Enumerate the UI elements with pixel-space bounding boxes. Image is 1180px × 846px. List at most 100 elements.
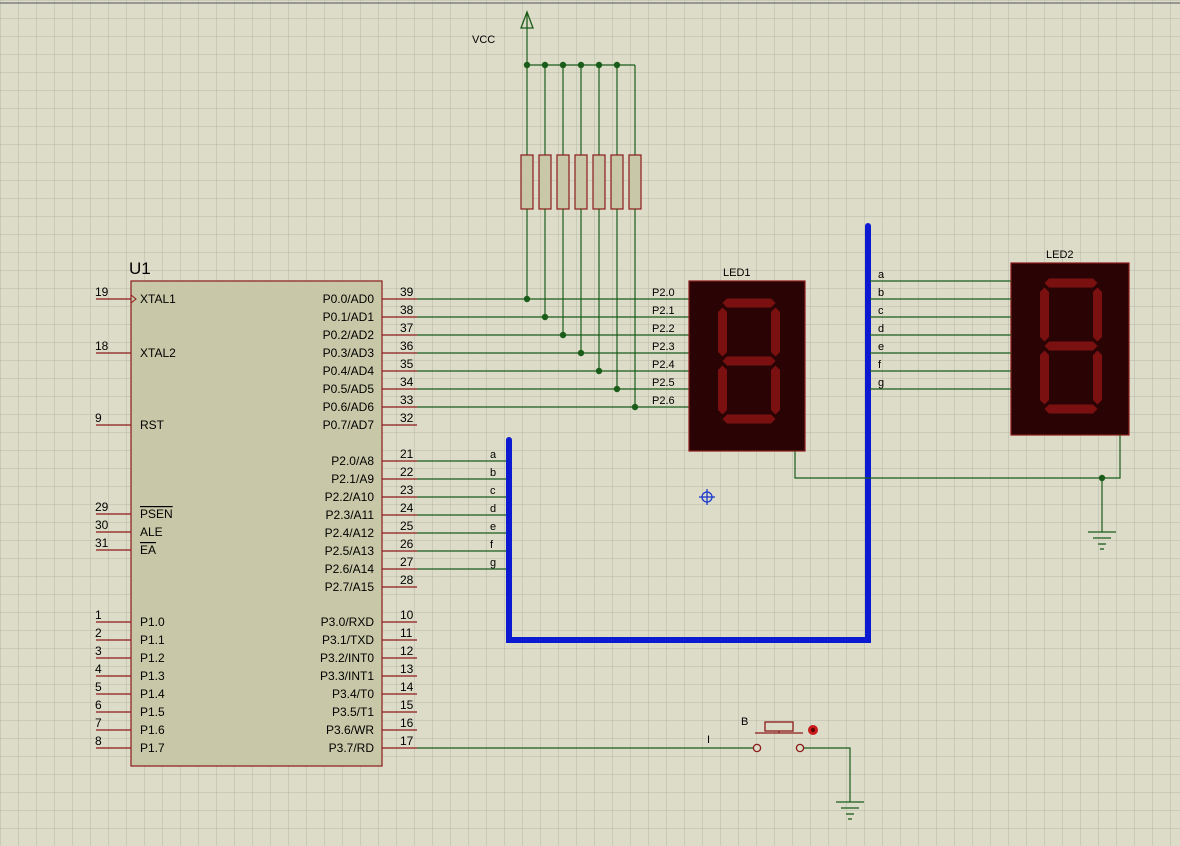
pin-number: 36 <box>400 339 414 353</box>
pin-name: P0.2/AD2 <box>323 328 375 342</box>
resistor[interactable] <box>520 154 534 210</box>
pin-name: P0.0/AD0 <box>323 292 375 306</box>
pin-number: 15 <box>400 698 414 712</box>
wire-label: P2.0 <box>652 287 675 299</box>
pin-name: PSEN <box>140 507 173 521</box>
pin-number: 9 <box>95 411 102 425</box>
bus-label: c <box>490 485 496 497</box>
pin-name: P0.4/AD4 <box>323 364 375 378</box>
bus-label: g <box>878 377 884 389</box>
pin-name: P3.5/T1 <box>332 705 374 719</box>
pullup-resistor-network[interactable] <box>520 28 642 407</box>
pin-name: P2.6/A14 <box>325 562 375 576</box>
pin-name: P1.0 <box>140 615 165 629</box>
pin-number: 5 <box>95 680 102 694</box>
pin-number: 38 <box>400 303 414 317</box>
pin-number: 4 <box>95 662 102 676</box>
segment <box>1093 287 1102 342</box>
led1-seven-segment-display[interactable]: LED1 <box>688 267 806 452</box>
pin-number: 12 <box>400 644 414 658</box>
pin-number: 34 <box>400 375 414 389</box>
segment <box>718 365 727 415</box>
junction-dot <box>577 61 585 69</box>
pin-name: P2.7/A15 <box>325 580 375 594</box>
button-cap <box>764 721 794 732</box>
display-common-ground[interactable] <box>794 435 1121 550</box>
display-ground-wire <box>794 451 1102 479</box>
junction-dot <box>523 295 531 303</box>
pin-number: 3 <box>95 644 102 658</box>
ground-junction-dot <box>1098 474 1106 482</box>
pin-number: 24 <box>400 501 414 515</box>
push-button-b[interactable]: I B <box>417 716 864 820</box>
pin-name: P3.7/RD <box>329 741 375 755</box>
pin-number: 30 <box>95 518 109 532</box>
segment <box>718 307 727 357</box>
pin-name: XTAL1 <box>140 292 176 306</box>
junction-dot <box>559 61 567 69</box>
wire-label: P2.4 <box>652 359 675 371</box>
crosshair-cursor-icon <box>699 489 715 505</box>
bus-label: f <box>878 359 882 371</box>
pin-name: P2.0/A8 <box>331 454 374 468</box>
resistor[interactable] <box>538 154 552 210</box>
resistor[interactable] <box>574 154 588 210</box>
mcu-ref-label: U1 <box>129 259 151 278</box>
segment <box>1044 404 1098 414</box>
pin-name: XTAL2 <box>140 346 176 360</box>
mcu-right-pins: 39P0.0/AD038P0.1/AD137P0.2/AD236P0.3/AD3… <box>320 285 417 755</box>
bus-label: a <box>490 449 497 461</box>
pin-number: 2 <box>95 626 102 640</box>
pin-name: P0.1/AD1 <box>323 310 375 324</box>
junction-dot <box>595 61 603 69</box>
pin-number: 8 <box>95 734 102 748</box>
resistor[interactable] <box>556 154 570 210</box>
segment <box>722 298 776 308</box>
resistor[interactable] <box>610 154 624 210</box>
bus-label: e <box>878 341 884 353</box>
bus-label: c <box>878 305 884 317</box>
pin-name: P3.2/INT0 <box>320 651 374 665</box>
pin-number: 35 <box>400 357 414 371</box>
pin-number: 29 <box>95 500 109 514</box>
bus-label: e <box>490 521 496 533</box>
pin-name: P0.5/AD5 <box>323 382 375 396</box>
segment <box>771 365 780 415</box>
wire-label: P2.3 <box>652 341 675 353</box>
button-contact-right <box>795 743 805 753</box>
pin-number: 19 <box>95 285 109 299</box>
pin-name: P2.3/A11 <box>326 508 375 522</box>
resistor[interactable] <box>592 154 606 210</box>
segment <box>722 356 776 366</box>
pin-number: 22 <box>400 465 414 479</box>
bus-label: b <box>490 467 496 479</box>
segment <box>1044 341 1098 351</box>
wire-label: P2.1 <box>652 305 675 317</box>
pin-name: P3.0/RXD <box>321 615 375 629</box>
pin-number: 1 <box>95 608 102 622</box>
pin-number: 14 <box>400 680 414 694</box>
pin-name: ALE <box>140 525 163 539</box>
pin-name: P0.6/AD6 <box>323 400 375 414</box>
pin-number: 27 <box>400 555 414 569</box>
p0-to-led1-wires: P2.0P2.1P2.2P2.3P2.4P2.5P2.6 <box>417 287 689 411</box>
wire-label: P2.6 <box>652 395 675 407</box>
pin-name: P3.3/INT1 <box>320 669 374 683</box>
clock-pin-icon <box>130 294 137 304</box>
pin-name: P3.4/T0 <box>332 687 374 701</box>
button-ref-label: B <box>741 716 748 728</box>
data-bus[interactable] <box>506 223 871 643</box>
led2-seven-segment-display[interactable]: LED2 <box>1010 249 1130 436</box>
pin-number: 26 <box>400 537 414 551</box>
pin-name: P2.1/A9 <box>331 472 374 486</box>
segment <box>722 414 776 424</box>
junction-dot <box>541 61 549 69</box>
pin-number: 18 <box>95 339 109 353</box>
resistor[interactable] <box>628 154 642 210</box>
button-ground-wire <box>804 747 851 802</box>
